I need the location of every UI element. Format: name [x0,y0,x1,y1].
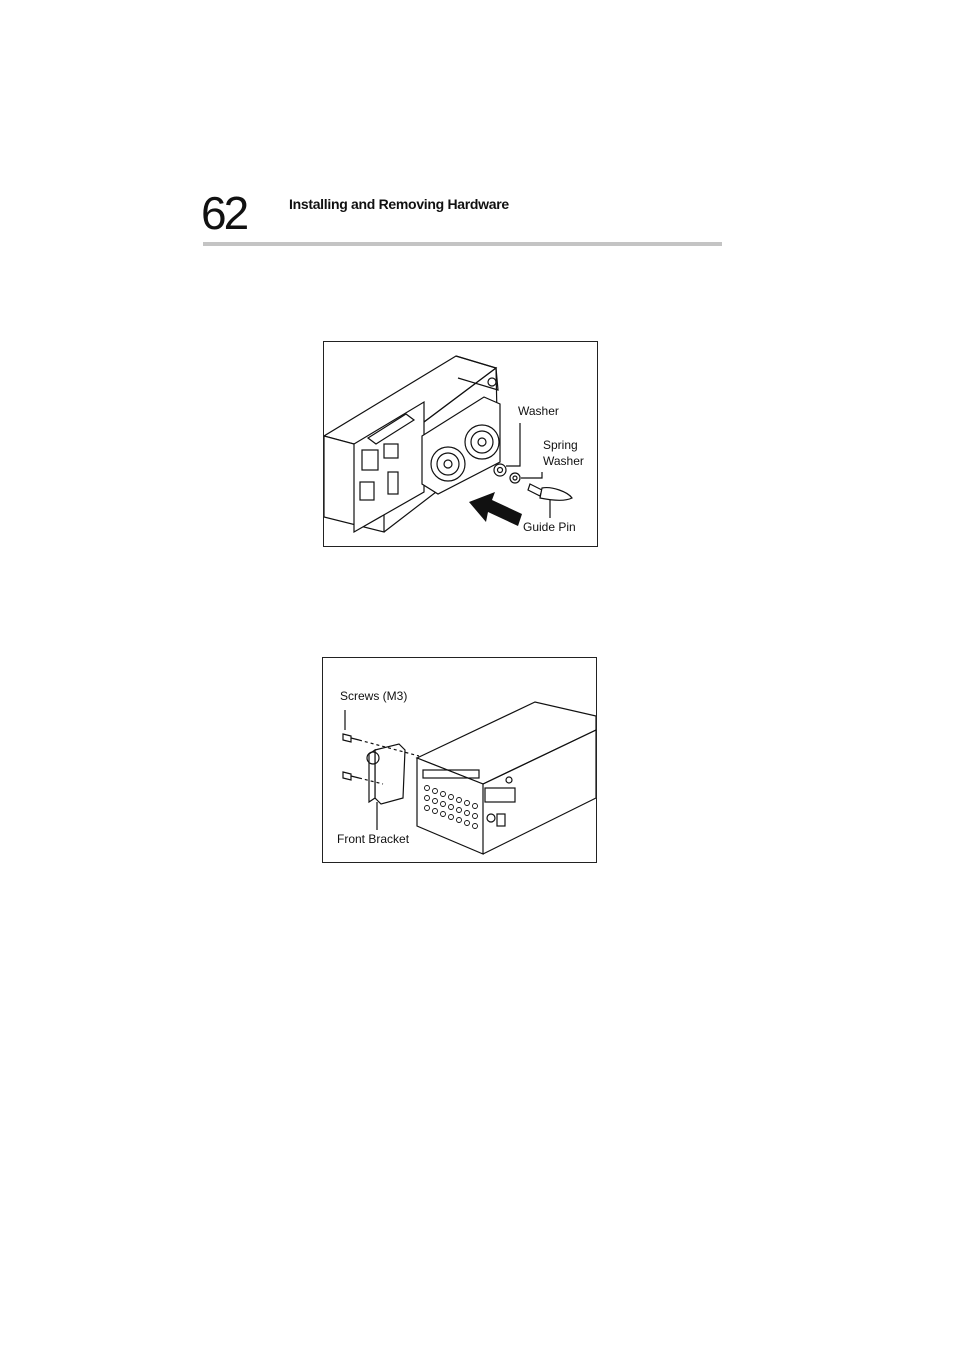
front-bracket-callout: Front Bracket [337,832,410,846]
header-rule [203,242,722,246]
spring-washer-callout-line1: Spring [543,438,578,452]
front-bracket-figure: Screws (M3) Front Bracket [322,657,597,863]
running-header-title: Installing and Removing Hardware [289,196,509,212]
guide-pin-figure: Washer Spring Washer Guide Pin [323,341,598,547]
washer-callout: Washer [518,404,559,418]
guide-pin-callout: Guide Pin [523,520,576,534]
page-number: 62 [201,187,249,239]
guide-pin-illustration [324,355,573,534]
screws-callout: Screws (M3) [340,689,408,703]
front-bracket-illustration [342,701,596,855]
spring-washer-callout-line2: Washer [543,454,584,468]
